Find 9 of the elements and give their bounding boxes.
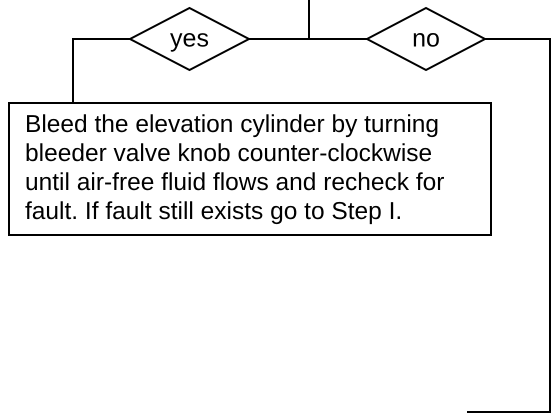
process-box bbox=[8, 102, 492, 236]
node-text: no bbox=[411, 24, 441, 54]
decision-diamond bbox=[367, 8, 485, 70]
node-text: yes bbox=[169, 24, 210, 54]
connector-line bbox=[308, 0, 367, 40]
connector-line bbox=[72, 38, 130, 102]
decision-diamond bbox=[130, 8, 249, 70]
node-text: Bleed the elevation cylinder by turning bleeder valve knob counter-clockwise until air-free fluid flows and recheck for fault. If fault still exists go to Step I. bbox=[25, 110, 446, 226]
connector-line bbox=[467, 38, 551, 413]
